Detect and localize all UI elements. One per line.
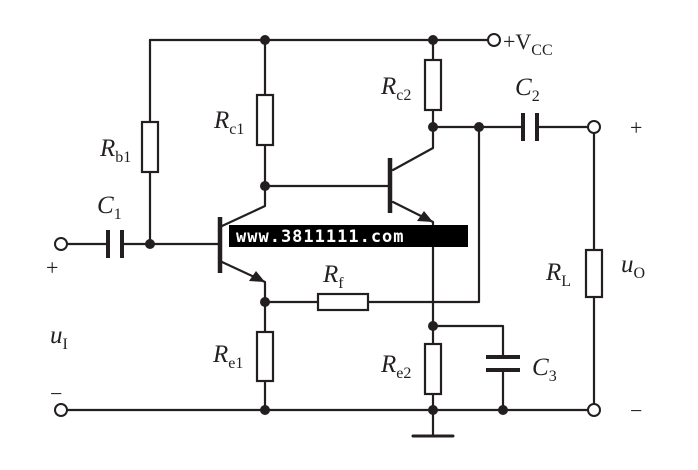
resistor-rc1 — [255, 93, 275, 147]
resistor-re1 — [255, 330, 275, 383]
junctions — [145, 35, 508, 415]
resistor-re2 — [423, 342, 443, 396]
junction-dot — [260, 35, 270, 45]
junction-dot — [498, 405, 508, 415]
vcc-terminal — [487, 33, 501, 47]
vcc-label: +VCC — [503, 29, 553, 59]
capacitor-c1 — [106, 230, 124, 258]
labels: +VCC Rb1 Rc1 Rc2 C1 C2 C3 Rf Re1 Re2 RL — [46, 29, 645, 423]
input-plus-sign: + — [46, 255, 58, 280]
rf-lead-right — [366, 125, 481, 304]
input-voltage-label: uI — [50, 322, 68, 353]
c3-label: C3 — [532, 354, 557, 385]
resistor-rf — [316, 292, 370, 312]
t2-emitter-wire — [391, 200, 435, 346]
re1-label: Re1 — [212, 341, 243, 372]
input-terminal-top — [54, 237, 68, 251]
watermark: www.3811111.com — [229, 225, 468, 247]
junction-dot — [428, 321, 438, 331]
junction-dot — [260, 297, 270, 307]
output-plus-sign: + — [630, 115, 642, 140]
junction-dot — [428, 122, 438, 132]
t2-emitter-arrow — [417, 211, 433, 222]
capacitor-c3 — [486, 355, 520, 372]
c2-label: C2 — [515, 74, 540, 105]
c3-lead-top — [431, 324, 505, 359]
capacitors — [106, 113, 539, 372]
junction-dot — [145, 239, 155, 249]
transistor-t2 — [387, 158, 433, 222]
transistor-t1 — [217, 217, 265, 282]
junction-dot — [260, 181, 270, 191]
input-minus-sign: − — [50, 381, 62, 406]
junction-dot — [260, 405, 270, 415]
rl-label: RL — [545, 259, 571, 290]
junction-dot — [428, 405, 438, 415]
rc2-label: Rc2 — [380, 73, 411, 104]
junction-dot — [428, 35, 438, 45]
rc1-label: Rc1 — [213, 107, 244, 138]
resistor-rl — [584, 248, 604, 299]
re2-label: Re2 — [380, 351, 411, 382]
resistor-rb1 — [140, 120, 160, 174]
output-terminal-bottom — [587, 403, 601, 417]
t1-collector-wire — [220, 184, 267, 228]
t1-emitter-arrow — [249, 271, 265, 282]
output-voltage-label: uO — [621, 251, 645, 282]
rc2-lead-bottom — [391, 108, 435, 172]
output-terminal-top — [587, 120, 601, 134]
resistors — [140, 58, 604, 396]
watermark-background — [229, 225, 468, 247]
terminals — [54, 33, 601, 417]
watermark-text: www.3811111.com — [236, 227, 405, 247]
t1-emitter-wire — [220, 260, 267, 334]
wires — [65, 38, 596, 438]
output-minus-sign: − — [630, 398, 642, 423]
junction-dot — [474, 122, 484, 132]
rb1-label: Rb1 — [99, 135, 131, 166]
capacitor-c2 — [521, 113, 539, 141]
c1-label: C1 — [97, 192, 122, 223]
rf-label: Rf — [322, 261, 344, 292]
input-terminal-bottom — [54, 403, 68, 417]
resistor-rc2 — [423, 58, 443, 112]
